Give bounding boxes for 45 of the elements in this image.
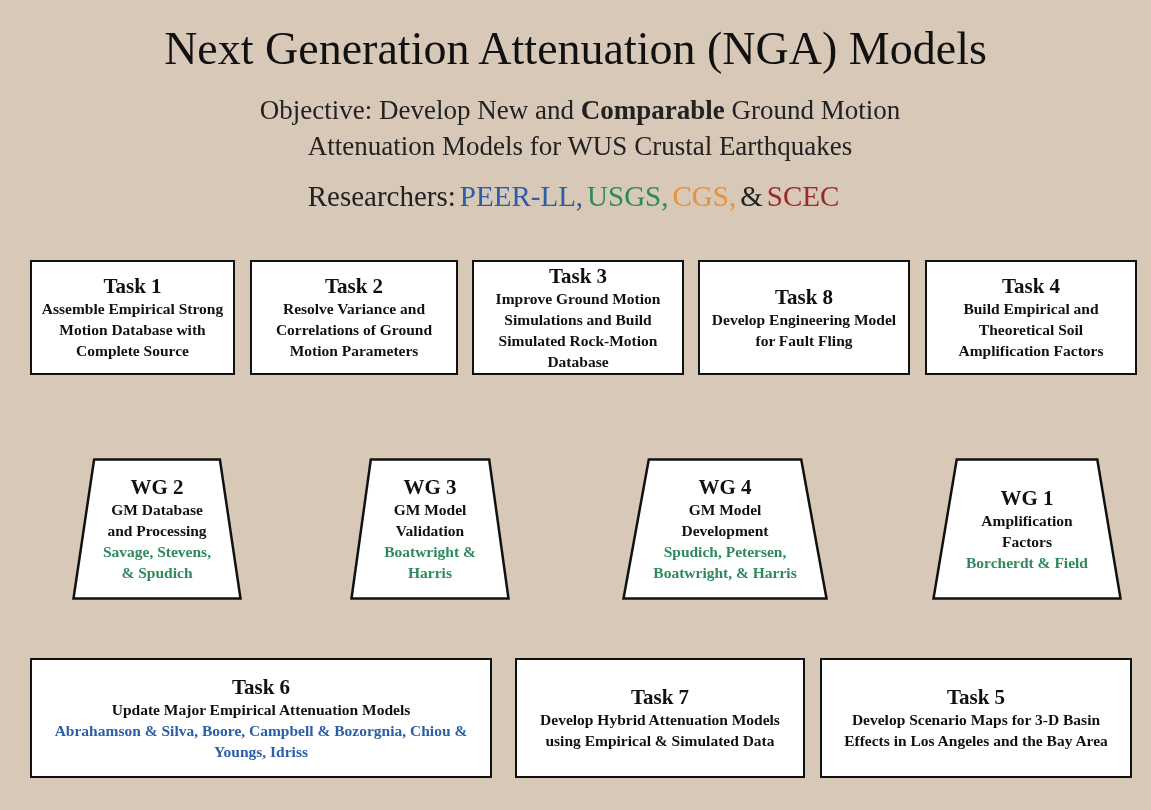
researchers-label: Researchers: [307,180,456,212]
working-group-description: GM Model Validation [392,500,468,541]
working-group-heading: WG 2 [130,475,184,499]
task-description: Resolve Variance and Correlations of Ground Motion Parameters [274,299,434,361]
task-box [515,658,805,778]
task-heading: Task 8 [774,284,834,309]
task-box [250,260,458,375]
task-description: Develop Hybrid Attenuation Models using Empirical & Simulated Data [539,710,781,751]
task-box [820,658,1132,778]
working-group-description: GM Model Development [680,500,770,541]
task-box [698,260,910,375]
working-group-heading: WG 3 [403,475,457,499]
task-box [30,260,235,375]
researcher-names: Spudich, Petersen, Boatwright, & Harris [652,542,798,583]
organization-name: CGS, [672,180,737,212]
working-group-description: GM Database and Processing [106,500,208,541]
researcher-names: Borcherdt & Field [966,552,1088,573]
researcher-names: Boatwright & Harris [383,542,477,583]
researcher-names: Abrahamson & Silva, Boore, Campbell & Bozorgnia, Chiou & Youngs, Idriss [53,720,469,762]
researcher-names: Savage, Stevens, & Spudich [101,542,213,583]
task-box [472,260,684,375]
organization-name: USGS, [587,180,669,212]
task-heading: Task 5 [946,685,1006,709]
task-heading: Task 2 [324,274,384,298]
task-box [30,658,492,778]
task-heading: Task 1 [103,274,162,298]
task-heading: Task 4 [1001,274,1061,298]
task-heading: Task 6 [231,674,291,699]
task-description: Improve Ground Motion Simulations and Build Simulated Rock-Motion Database [494,288,662,372]
organization-name: SCEC [766,180,840,212]
diagram-title: Next Generation Attenuation (NGA) Models [163,22,988,75]
task-heading: Task 7 [630,685,690,709]
working-group-heading: WG 1 [1000,485,1054,510]
task-description: Build Empirical and Theoretical Soil Amplification Factors [957,299,1105,361]
working-group-description: Amplification Factors [980,510,1074,552]
task-description: Assemble Empirical Strong Motion Database with Complete Source [40,299,225,361]
task-description: Develop Scenario Maps for 3-D Basin Effects in Los Angeles and the Bay Area [843,710,1109,751]
objective-text: Objective: Develop New and Comparable Ground Motion Attenuation Models for WUS Crustal Earthquakes [258,94,902,163]
task-description: Develop Engineering Model for Fault Fling [710,309,898,351]
ampersand-text: & [740,180,763,212]
task-heading: Task 3 [548,263,608,288]
organization-name: PEER-LL, [459,180,584,212]
task-description: Update Major Empirical Attenuation Models [111,699,411,720]
task-box [925,260,1137,375]
working-group-heading: WG 4 [698,475,752,499]
